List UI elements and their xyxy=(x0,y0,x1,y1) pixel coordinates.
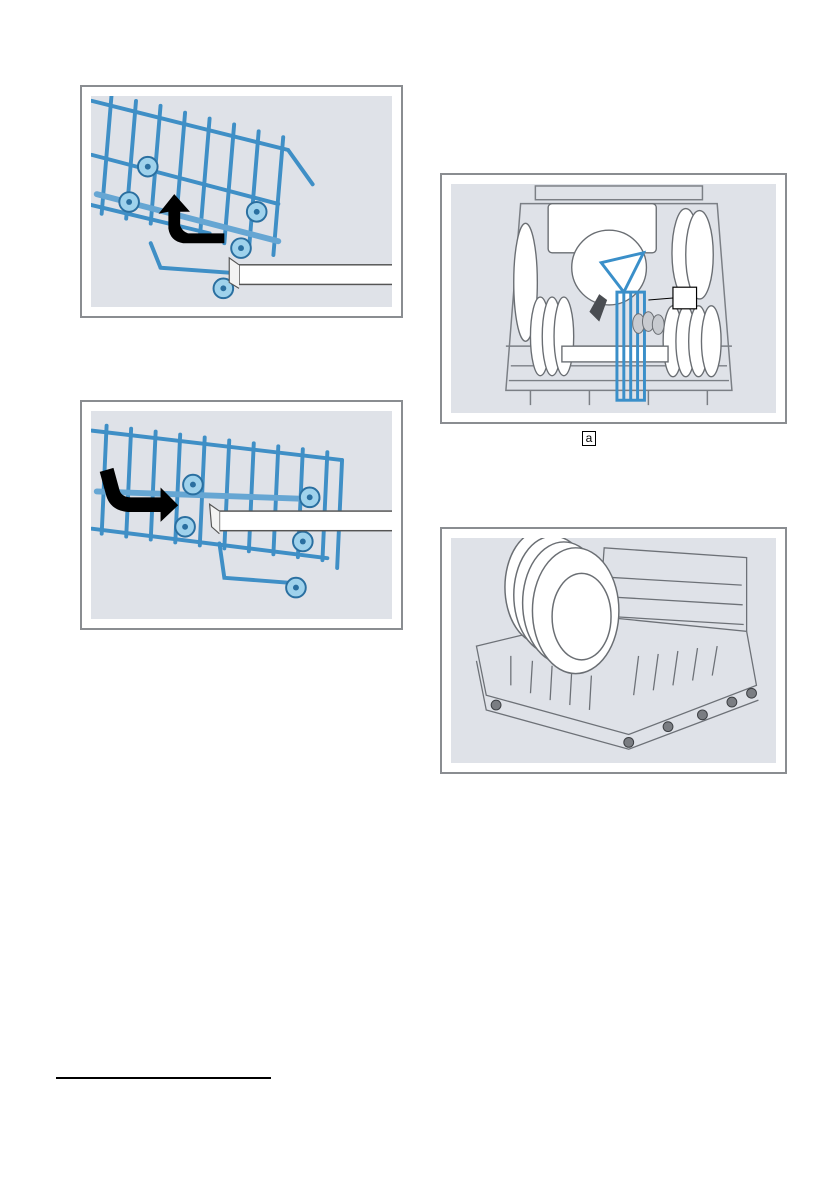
rack-lower-arrow-icon xyxy=(91,411,392,619)
loaded-upper-rack-icon xyxy=(451,184,776,413)
rack-lift-figure xyxy=(80,85,403,318)
callout-label-a: a xyxy=(582,431,596,446)
rack-lower-figure xyxy=(80,400,403,630)
lower-rack-plates-icon xyxy=(451,538,776,763)
loaded-rack-figure xyxy=(440,173,787,424)
footnote-separator xyxy=(56,1077,271,1079)
lower-rack-figure xyxy=(440,527,787,774)
rack-lift-up-arrow-icon xyxy=(91,96,392,307)
